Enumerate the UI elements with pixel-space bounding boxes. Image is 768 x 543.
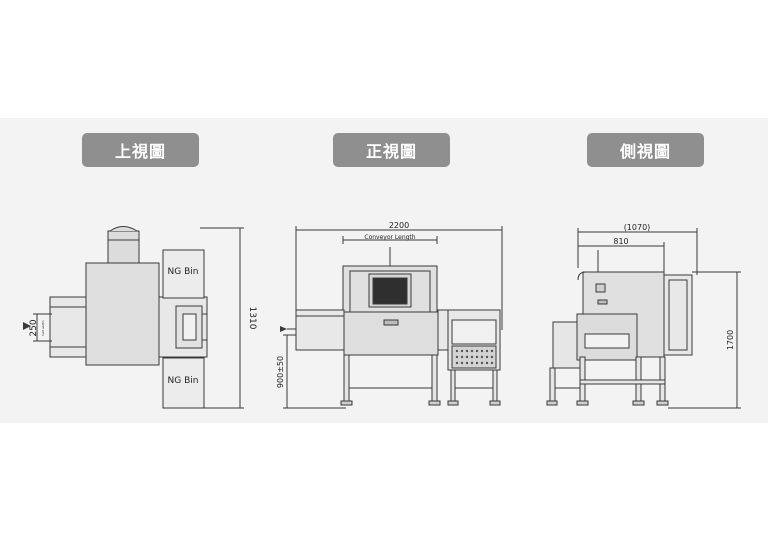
side-height-dimension: 1700 bbox=[726, 330, 735, 350]
top-view-tab[interactable]: 上視圖 bbox=[82, 133, 199, 167]
conveyor-length-label: Conveyor Length bbox=[364, 234, 415, 241]
front-width-dimension: 2200 bbox=[389, 221, 409, 230]
side-view-tab[interactable]: 側視圖 bbox=[587, 133, 704, 167]
side-overall-depth-dimension: (1070) bbox=[624, 223, 651, 232]
belt-width-note: belt width bbox=[41, 320, 45, 335]
front-height-dimension: 900±50 bbox=[276, 356, 285, 388]
ng-bin-label-lower: NG Bin bbox=[168, 376, 199, 386]
ng-bin-label-upper: NG Bin bbox=[168, 267, 199, 277]
front-view-drawing bbox=[280, 226, 503, 409]
side-view-drawing bbox=[546, 228, 741, 409]
front-view-tab[interactable]: 正視圖 bbox=[333, 133, 450, 167]
belt-width-dimension: 250 bbox=[29, 319, 39, 336]
top-view-drawing bbox=[23, 226, 244, 409]
side-depth-dimension: 810 bbox=[613, 237, 628, 246]
top-depth-dimension: 1310 bbox=[247, 307, 257, 330]
